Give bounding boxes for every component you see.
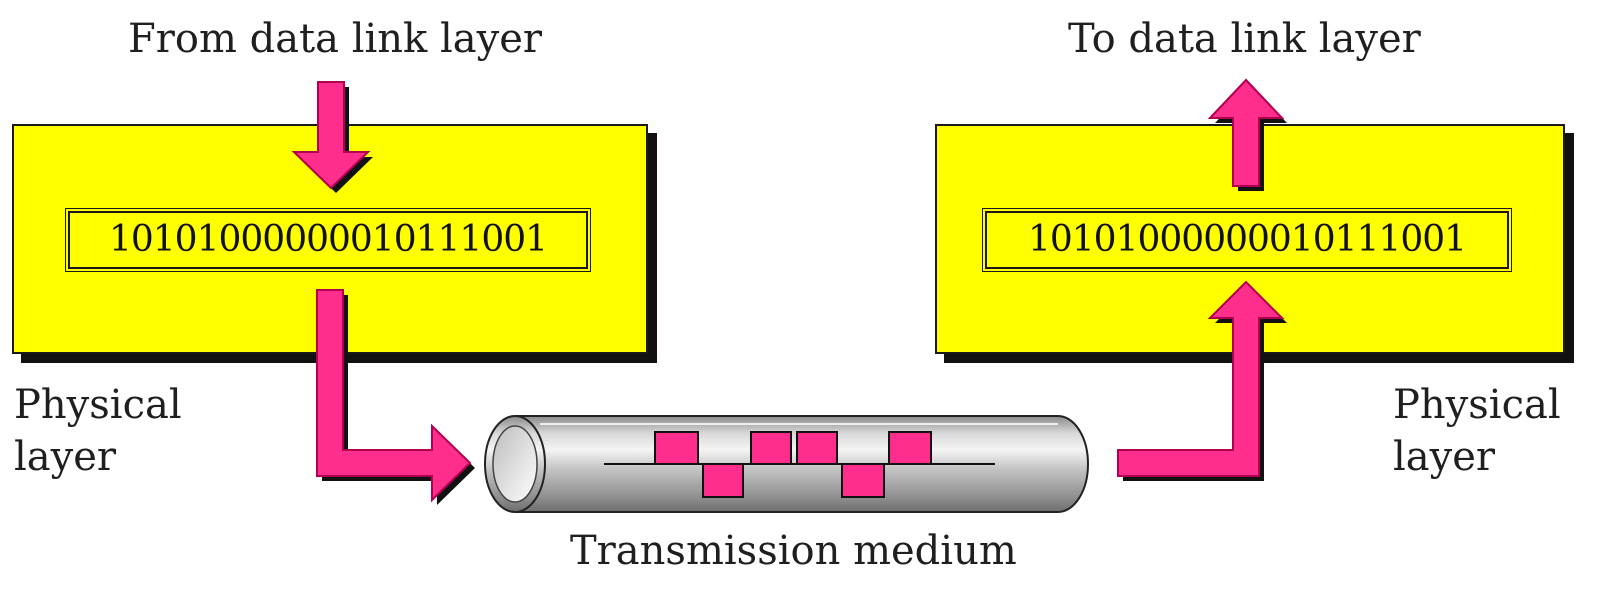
receiver-bit-stream: 10101000000010111001 (982, 208, 1512, 272)
medium-label: Transmission medium (570, 528, 1017, 574)
up-arrow-icon (1207, 78, 1287, 191)
bent-arrow-to-medium-icon (316, 289, 475, 505)
source-label: From data link layer (128, 16, 543, 62)
sender-layer-label-line1: Physical (14, 382, 182, 428)
bent-arrow-from-medium-icon (1117, 280, 1287, 481)
down-arrow-icon (291, 81, 373, 193)
receiver-layer-label-line2: layer (1393, 434, 1496, 480)
destination-label: To data link layer (1068, 16, 1421, 62)
digital-signal-waveform (604, 431, 995, 498)
receiver-layer-label-line1: Physical (1393, 382, 1561, 428)
sender-bit-stream: 10101000000010111001 (65, 208, 591, 272)
sender-layer-label-line2: layer (14, 434, 117, 480)
